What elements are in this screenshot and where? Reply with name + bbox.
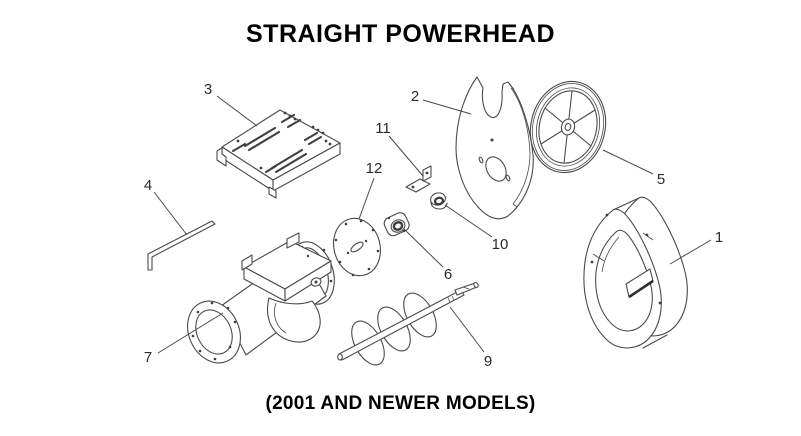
leader-line-2: [422, 99, 472, 115]
part-label-9: 9: [484, 353, 492, 370]
part-label-7: 7: [144, 349, 152, 366]
part-5-pulley-drawing: [529, 80, 607, 174]
part-label-4: 4: [144, 177, 152, 194]
bolt-holes: [191, 301, 237, 361]
callout-2: 2: [411, 88, 472, 115]
part-label-3: 3: [204, 81, 212, 98]
diagram-title: STRAIGHT POWERHEAD: [246, 20, 555, 48]
callout-12: 12: [358, 160, 383, 220]
callout-10: 10: [444, 204, 509, 253]
callout-4: 4: [144, 177, 188, 236]
part-1-cover-drawing: [583, 196, 688, 349]
part-12-disc-drawing: [333, 217, 381, 277]
part-label-11: 11: [375, 120, 391, 137]
leader-line-10: [444, 204, 493, 238]
leader-line-5: [602, 149, 654, 175]
leader-line-6: [403, 228, 444, 268]
callout-9: 9: [449, 306, 492, 370]
part-6-bearing-drawing: [383, 212, 410, 237]
part-2-backing-plate-drawing: [455, 76, 534, 220]
callout-5: 5: [602, 149, 665, 188]
part-callouts: 1 2 3 4 5 6 7: [144, 81, 723, 370]
callout-3: 3: [204, 81, 258, 127]
vent-slots: [231, 111, 332, 174]
leader-line-3: [216, 95, 258, 127]
part-label-5: 5: [657, 171, 665, 188]
part-label-6: 6: [444, 266, 452, 283]
callout-7: 7: [144, 312, 224, 366]
part-3-vented-panel-drawing: [216, 109, 341, 199]
part-11-bracket-drawing: [405, 165, 432, 193]
callout-1: 1: [669, 229, 723, 265]
part-4-rod-drawing: [147, 220, 216, 271]
part-label-2: 2: [411, 88, 419, 105]
callout-6: 6: [403, 228, 452, 283]
part-label-1: 1: [715, 229, 723, 246]
part-label-10: 10: [492, 236, 509, 253]
part-9-auger-drawing: [337, 281, 479, 366]
leader-line-1: [669, 239, 712, 265]
callout-11: 11: [375, 120, 424, 177]
leader-line-9: [449, 306, 485, 353]
part-7-housing-drawing: [187, 232, 335, 364]
diagram-footer: (2001 AND NEWER MODELS): [265, 393, 536, 414]
leader-line-7: [157, 312, 224, 354]
leader-line-12: [358, 177, 375, 220]
part-10-lock-collar-drawing: [430, 192, 448, 210]
leader-line-4: [153, 191, 188, 236]
part-label-12: 12: [366, 160, 383, 177]
leader-line-11: [388, 135, 424, 177]
